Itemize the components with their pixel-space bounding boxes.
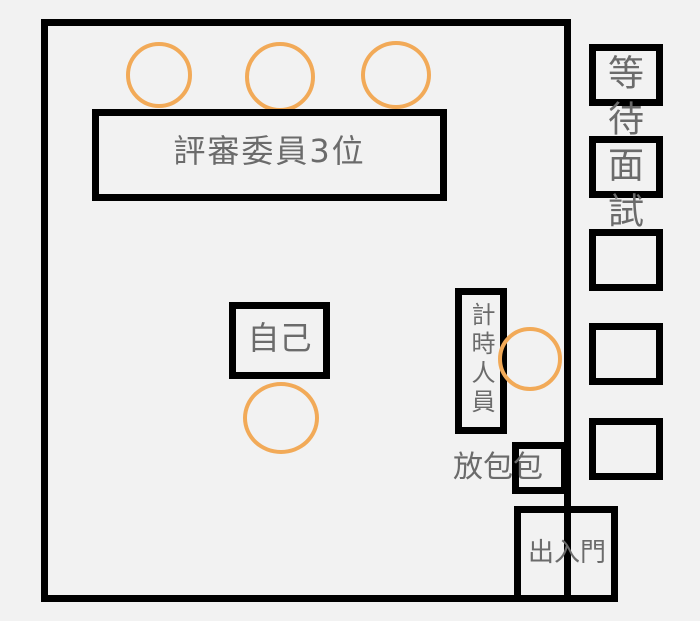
- bag-box: [512, 442, 568, 494]
- waiting-chair-3: [589, 229, 663, 291]
- judges-table: [92, 109, 447, 201]
- timekeeper-label: 計時人員: [467, 302, 495, 418]
- judges-table-label: 評審委員3位: [173, 132, 366, 170]
- waiting-chair-1: [589, 44, 663, 106]
- waiting-chair-5: [589, 418, 663, 480]
- self-desk: [229, 302, 330, 379]
- waiting-label: 等待面試: [602, 54, 643, 238]
- door-label: 出入門: [528, 538, 607, 568]
- judge-seat-3: [361, 41, 431, 109]
- self-desk-label: 自己: [247, 319, 312, 357]
- waiting-chair-2: [589, 136, 663, 198]
- room-outline: [41, 19, 571, 602]
- judge-seat-2: [245, 42, 315, 112]
- bag-label: 放包包: [453, 450, 543, 485]
- timekeeper-seat: [498, 327, 562, 391]
- waiting-chair-4: [589, 323, 663, 385]
- judge-seat-1: [126, 42, 192, 108]
- self-seat: [243, 382, 319, 454]
- door-box: [514, 506, 618, 602]
